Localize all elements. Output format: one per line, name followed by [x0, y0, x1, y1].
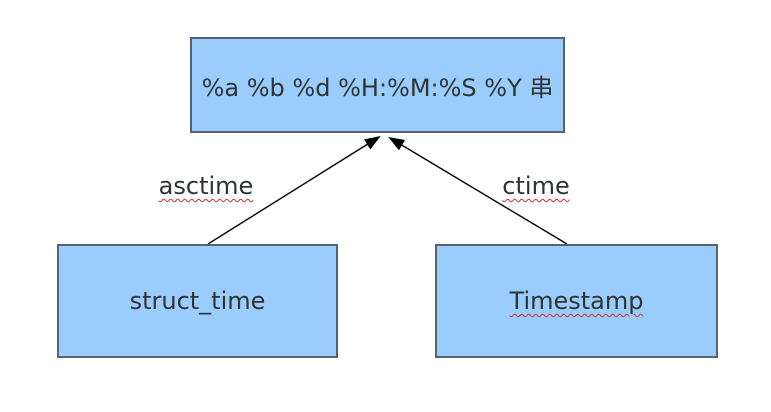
edge-label-ctime-text: ctime — [502, 172, 570, 200]
edge-label-asctime-text: asctime — [158, 172, 254, 200]
node-struct-time: struct_time — [57, 244, 338, 358]
node-struct-time-label: struct_time — [129, 287, 266, 315]
node-format-string: %a %b %d %H:%M:%S %Y 串 — [190, 37, 565, 133]
node-timestamp: Timestamp — [435, 244, 718, 358]
edge-label-asctime: asctime — [159, 172, 254, 200]
node-timestamp-label: Timestamp — [509, 287, 644, 315]
edge-label-ctime: ctime — [502, 172, 569, 200]
node-format-string-label: %a %b %d %H:%M:%S %Y 串 — [201, 73, 554, 102]
